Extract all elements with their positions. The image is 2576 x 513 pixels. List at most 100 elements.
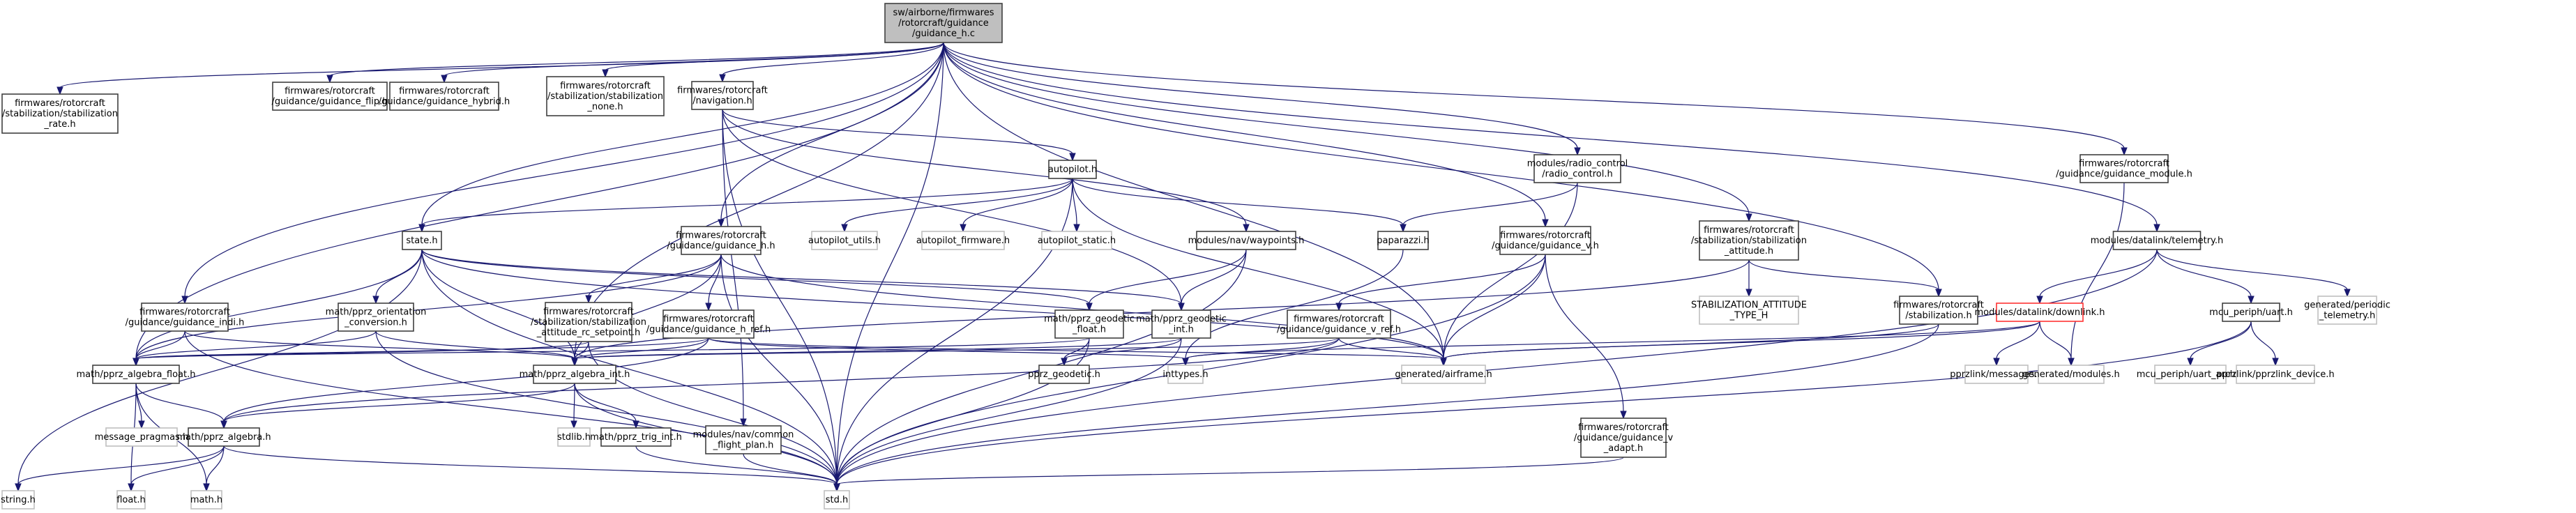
node-algebra[interactable]: math/pprz_algebra.h (176, 427, 271, 447)
node-label-line: /guidance/guidance_module.h (2056, 169, 2192, 180)
node-orientation-conv[interactable]: math/pprz_orientation_conversion.h (326, 303, 427, 332)
node-box (1054, 309, 1124, 339)
node-geodetic-int[interactable]: math/pprz_geodetic_int.h (1136, 309, 1227, 339)
node-common-flight-plan[interactable]: modules/nav/common_flight_plan.h (693, 425, 794, 454)
node-autopilot-utils: autopilot_utils.h (808, 231, 881, 250)
node-label-line: _adapt.h (1603, 443, 1643, 454)
node-label-line: math/pprz_algebra.h (176, 432, 271, 443)
node-uart[interactable]: mcu_periph/uart.h (2209, 303, 2293, 322)
edge-guidance_h_c-to-algebra_int (574, 42, 944, 360)
edge-guidance_h_c-to-navigation (722, 42, 944, 76)
node-label-line: pprzlink/pprzlink_device.h (2216, 369, 2334, 380)
node-guidance-v-adapt[interactable]: firmwares/rotorcraft/guidance/guidance_v… (1574, 418, 1674, 458)
node-guidance-module[interactable]: firmwares/rotorcraft/guidance/guidance_m… (2056, 154, 2192, 183)
arrowhead-telemetry-to-periodic_telemetry (2344, 289, 2351, 298)
arrowhead-stab_attitude-to-stab_attitude_type (1745, 289, 1752, 298)
edge-navigation-to-autopilot (722, 109, 1073, 155)
node-guidance-h-ref[interactable]: firmwares/rotorcraft/guidance/guidance_h… (646, 309, 771, 339)
edge-guidance_indi-to-algebra_int (184, 330, 575, 360)
node-box (1, 490, 35, 510)
edge-guidance_h_h-to-algebra_float (135, 254, 722, 360)
node-guidance-flip[interactable]: firmwares/rotorcraft/guidance/guidance_f… (271, 82, 388, 111)
arrowhead-navigation-to-autopilot (1069, 153, 1076, 162)
edge-geodetic_float-to-pprz_geodetic (1063, 337, 1090, 360)
node-message-pragmas: message_pragmas.h (95, 427, 188, 447)
edge-guidance_indi-to-algebra_float (135, 330, 185, 360)
node-stab-rate[interactable]: firmwares/rotorcraft/stabilization/stabi… (1, 93, 119, 134)
node-box (190, 490, 222, 510)
node-guidance-indi[interactable]: firmwares/rotorcraft/guidance/guidance_i… (126, 303, 245, 332)
edge-geodetic_int-to-std (836, 337, 1182, 485)
node-autopilot[interactable]: autopilot.h (1048, 160, 1097, 179)
edge-uart-to-uart_arch (2190, 321, 2252, 360)
node-stab-none[interactable]: firmwares/rotorcraft/stabilization/stabi… (546, 76, 665, 116)
node-label-line: math/pprz_algebra_float.h (77, 369, 196, 380)
arrowhead-downlink-to-messages (1993, 358, 2000, 367)
node-guidance-v-ref[interactable]: firmwares/rotorcraft/guidance/guidance_v… (1277, 309, 1401, 339)
node-stab-attitude-type: STABILIZATION_ATTITUDE_TYPE_H (1691, 296, 1807, 325)
node-label-line: /stabilization.h (1905, 311, 1971, 321)
edge-waypoints-to-geodetic_float (1089, 249, 1247, 305)
node-label-line: paparazzi.h (1377, 236, 1429, 246)
node-label-line: firmwares/rotorcraft (1500, 231, 1591, 241)
node-stab-attitude[interactable]: firmwares/rotorcraft/stabilization/stabi… (1691, 220, 1807, 261)
edge-orientation_conv-to-algebra_int (375, 330, 575, 360)
node-label-line: STABILIZATION_ATTITUDE (1691, 300, 1807, 311)
node-box (1, 93, 119, 134)
node-box (2317, 296, 2377, 325)
arrowhead-radio_control-to-paparazzi (1400, 224, 1407, 233)
arrowhead-guidance_h_h-to-stab_att_rc (585, 295, 592, 304)
node-label-line: firmwares/rotorcraft (15, 98, 105, 109)
node-box (1499, 226, 1591, 255)
node-pprz-geodetic[interactable]: pprz_geodetic.h (1028, 365, 1100, 384)
node-navigation[interactable]: firmwares/rotorcraft/navigation.h (677, 81, 768, 110)
edge-navigation-to-std (722, 109, 838, 485)
edge-guidance_v_ref-to-airframe (1338, 337, 1444, 360)
node-label-line: sw/airborne/firmwares (893, 8, 994, 18)
node-waypoints[interactable]: modules/nav/waypoints.h (1188, 231, 1305, 250)
node-paparazzi[interactable]: paparazzi.h (1377, 231, 1430, 250)
arrowhead-waypoints-to-geodetic_int (1178, 303, 1185, 312)
node-geodetic-float[interactable]: math/pprz_geodetic_float.h (1044, 309, 1135, 339)
edge-telemetry-to-downlink (2039, 249, 2158, 298)
node-float: float.h (116, 490, 146, 510)
node-label-line: _float.h (1072, 325, 1106, 335)
arrowhead-guidance_v_ref-to-airframe (1440, 358, 1447, 367)
node-algebra-float[interactable]: math/pprz_algebra_float.h (77, 365, 196, 384)
arrowhead-downlink-to-modules_gen (2068, 358, 2075, 367)
arrowhead-geodetic_float-to-algebra_float (132, 358, 139, 367)
node-state[interactable]: state.h (402, 231, 442, 250)
node-guidance-v[interactable]: firmwares/rotorcraft/guidance/guidance_v… (1492, 226, 1599, 255)
edge-autopilot-to-autopilot_utils (844, 178, 1073, 226)
node-guidance-h-h[interactable]: firmwares/rotorcraft/guidance/guidance_h… (667, 226, 775, 255)
node-guidance-hybrid[interactable]: firmwares/rotorcraft/guidance/guidance_h… (379, 82, 510, 111)
node-label-line: firmwares/rotorcraft (677, 86, 768, 96)
edge-guidance_h_c-to-guidance_module (943, 42, 2125, 149)
node-algebra-int[interactable]: math/pprz_algebra_int.h (520, 365, 630, 384)
arrowhead-algebra_float-to-message_pragmas (138, 420, 145, 429)
node-box (1041, 231, 1112, 250)
node-stab-att-rc[interactable]: firmwares/rotorcraft/stabilization/stabi… (531, 302, 646, 342)
node-box (2079, 154, 2169, 183)
node-label-line: /navigation.h (692, 96, 752, 107)
edge-paparazzi-to-inttypes (1185, 249, 1404, 360)
edge-radio_control-to-paparazzi (1402, 182, 1578, 226)
node-stabilization[interactable]: firmwares/rotorcraft/stabilization.h (1893, 296, 1984, 325)
node-box (2154, 365, 2227, 384)
edge-algebra_float-to-algebra (135, 383, 225, 422)
edge-navigation-to-waypoints (722, 109, 1247, 226)
node-radio-control[interactable]: modules/radio_control/radio_control.h (1527, 154, 1628, 183)
edge-orientation_conv-to-algebra_float (135, 330, 377, 360)
arrowhead-telemetry-to-downlink (2036, 296, 2043, 305)
arrowhead-guidance_v_adapt-to-std (833, 483, 840, 492)
node-label-line: /guidance/guidance_v (1574, 433, 1674, 443)
node-box (1377, 231, 1429, 250)
node-trig-int[interactable]: math/pprz_trig_int.h (590, 427, 682, 447)
node-label-line: firmwares/rotorcraft (1294, 314, 1384, 325)
node-downlink[interactable]: modules/datalink/downlink.h (1975, 303, 2105, 322)
edge-telemetry-to-periodic_telemetry (2156, 249, 2348, 291)
node-telemetry[interactable]: modules/datalink/telemetry.h (2091, 231, 2224, 250)
node-label-line: pprz_geodetic.h (1028, 369, 1100, 380)
edge-telemetry-to-uart (2156, 249, 2252, 298)
edge-autopilot-to-state (421, 178, 1073, 226)
